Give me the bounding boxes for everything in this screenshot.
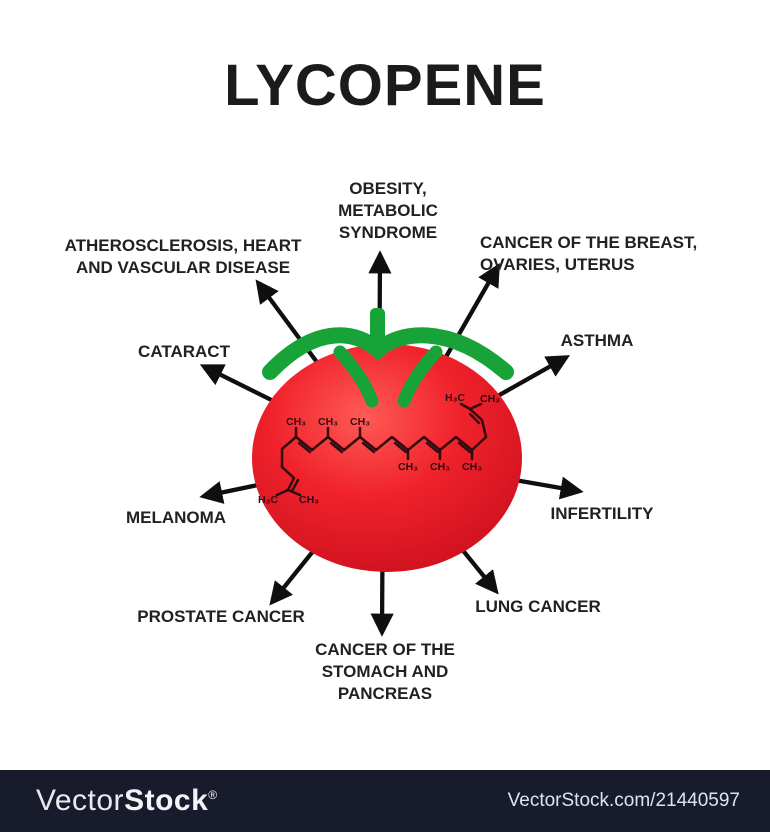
label-obesity: OBESITY, METABOLIC SYNDROME (338, 179, 438, 242)
molecule-left-tail (280, 435, 298, 492)
label-melanoma: MELANOMA (125, 508, 227, 527)
label-prostate-cancer: PROSTATE CANCER (137, 607, 305, 626)
vectorstock-logo: VectorStock® (36, 784, 218, 818)
image-credit-url: VectorStock.com/21440597 (507, 790, 740, 811)
watermark-bar: VectorStock® VectorStock.com/21440597 (0, 770, 770, 832)
page-title: LYCOPENE (224, 53, 546, 118)
tomato-body (252, 344, 522, 572)
calyx-right-sepal (397, 345, 443, 408)
label-infertility: INFERTILITY (550, 504, 654, 523)
molecule-label: CH₃ (430, 461, 450, 473)
molecule-double-bonds (290, 412, 481, 493)
tomato-diagram: CH₃ CH₃ CH₃ CH₃ CH₃ CH₃ H₃C CH₃ H₃C CH₃ (199, 250, 584, 637)
molecule-label: CH₃ (398, 461, 418, 473)
label-stomach-cancer: CANCER OF THE STOMACH AND PANCREAS (315, 640, 455, 703)
molecule-label: CH₃ (318, 416, 338, 428)
label-atherosclerosis: ATHEROSCLEROSIS, HEART AND VASCULAR DISE… (64, 236, 302, 277)
logo-vector-text: Vector (36, 784, 125, 817)
molecule-label: CH₃ (350, 416, 370, 428)
molecule-label: CH₃ (299, 494, 319, 506)
molecule-label: CH₃ (286, 416, 306, 428)
molecule-right-tail (468, 407, 488, 452)
logo-stock-text: Stock (124, 784, 209, 817)
molecule-label: CH₃ (462, 461, 482, 473)
label-asthma: ASTHMA (560, 331, 634, 350)
molecule-structure (275, 402, 488, 497)
label-cataract: CATARACT (138, 342, 230, 361)
molecule-label: CH₃ (480, 393, 500, 405)
label-breast-cancer: CANCER OF THE BREAST, OVARIES, UTERUS (480, 233, 698, 274)
label-lung-cancer: LUNG CANCER (475, 597, 601, 616)
tomato-calyx (262, 308, 514, 408)
calyx-outer-sepals (262, 327, 514, 380)
molecule-chain (294, 435, 474, 452)
calyx-left-sepal (333, 345, 379, 408)
molecule-label: H₃C (445, 392, 465, 404)
molecule-label: H₃C (258, 494, 278, 506)
molecule-labels: CH₃ CH₃ CH₃ CH₃ CH₃ CH₃ H₃C CH₃ H₃C CH₃ (258, 392, 500, 506)
registered-mark: ® (208, 788, 218, 802)
